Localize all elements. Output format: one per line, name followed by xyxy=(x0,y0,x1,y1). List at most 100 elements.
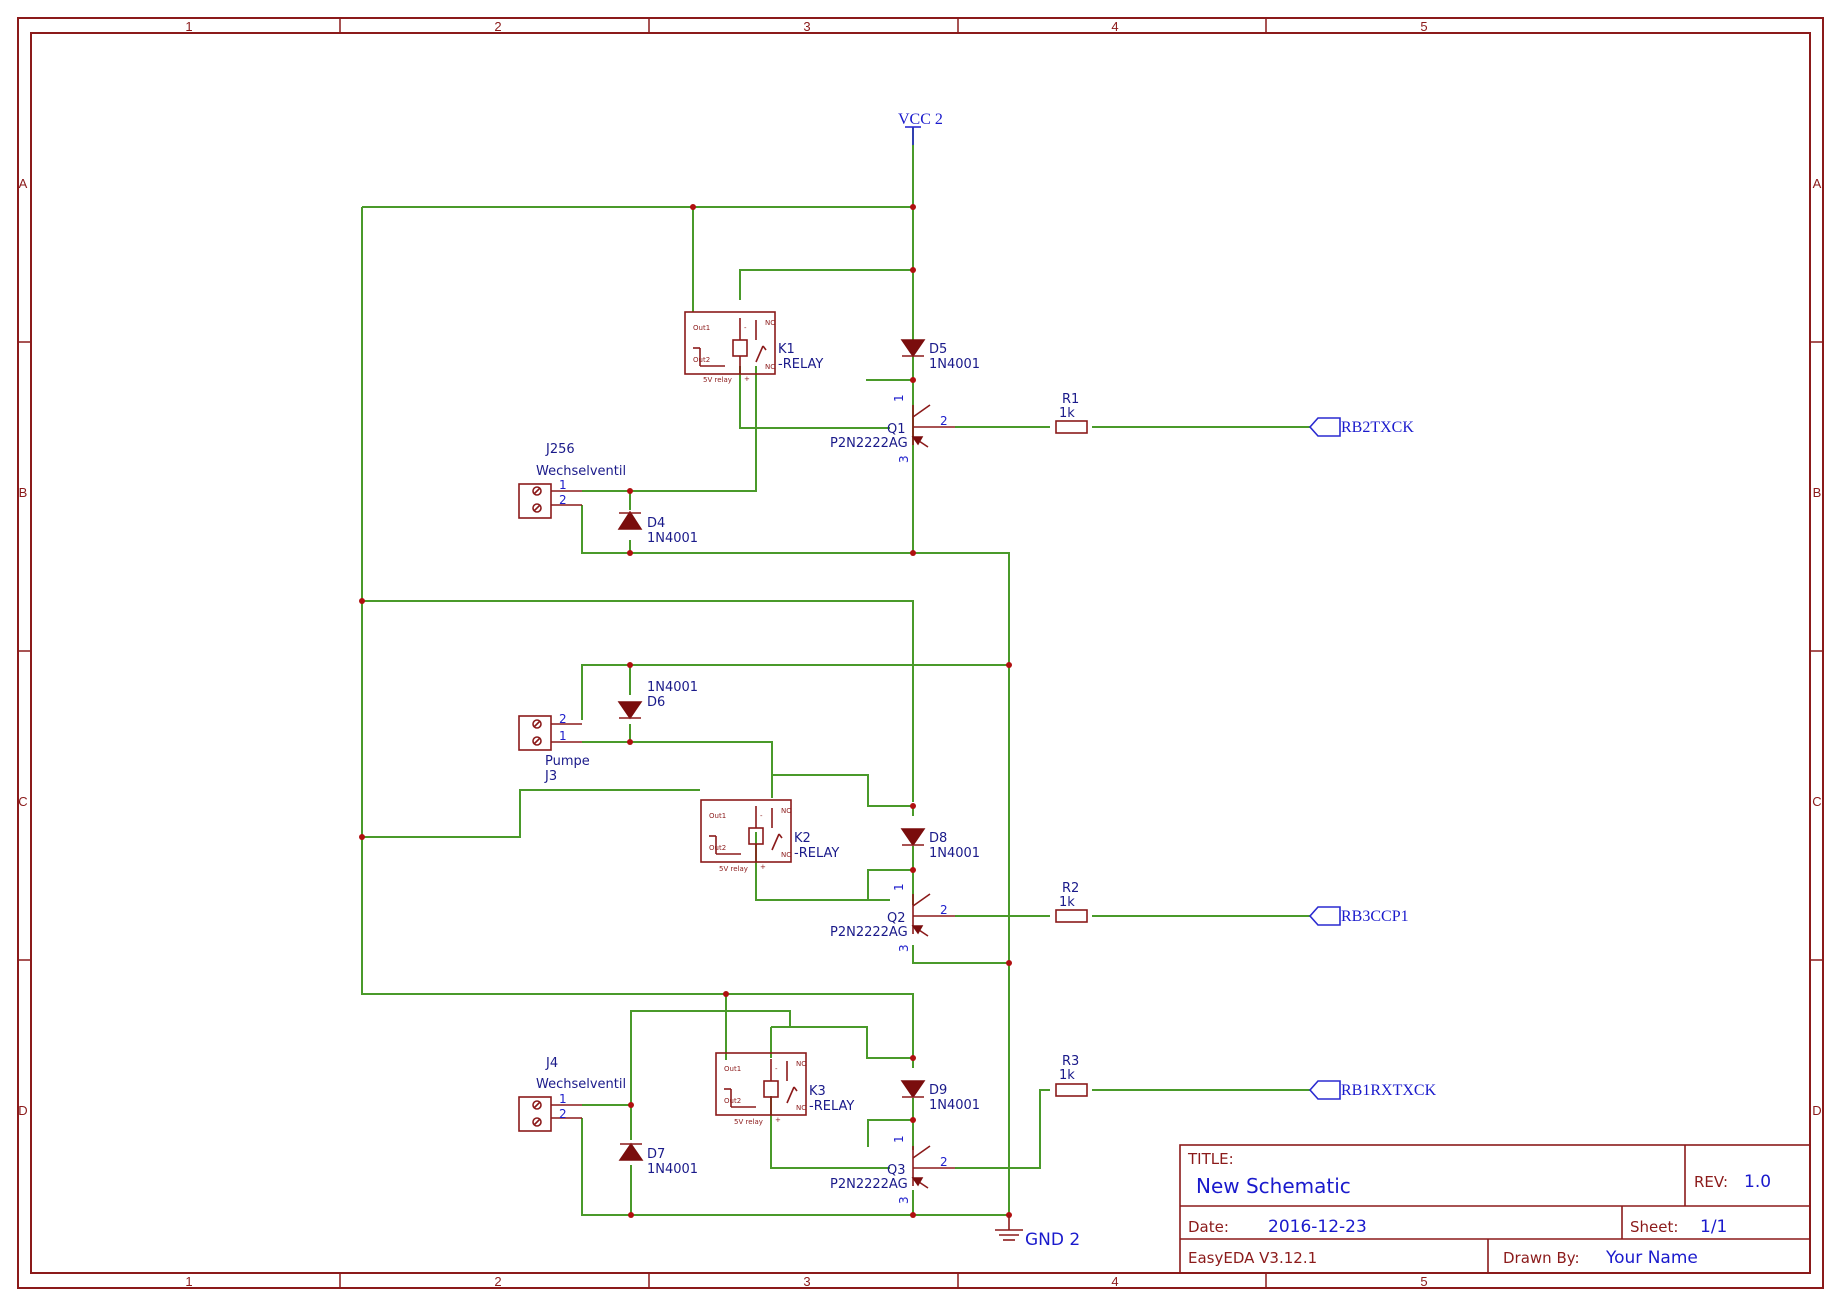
relay-k3[interactable]: Out1 Out2 - + NO NC 5V relay K3 -RELAY xyxy=(715,1052,854,1126)
relay-pin-label: + xyxy=(744,375,750,383)
col-label-top: 2 xyxy=(494,19,501,34)
relay-pin-label: - xyxy=(760,812,763,820)
transistor-value: P2N2222AG xyxy=(830,1177,908,1192)
transistor-ref: Q2 xyxy=(887,911,906,926)
transistor-pin-b: 2 xyxy=(940,414,948,428)
resistor-r2[interactable]: R2 1k xyxy=(1055,881,1088,923)
relay-pin-label: Out1 xyxy=(709,812,726,820)
connector-pin: 2 xyxy=(559,712,567,726)
rev-value: 1.0 xyxy=(1744,1172,1771,1192)
transistor-q1[interactable]: 1 2 3 Q1 P2N2222AG xyxy=(830,394,955,463)
transistor-pin-b: 2 xyxy=(940,903,948,917)
resistor-value: 1k xyxy=(1059,406,1075,421)
transistor-pin-e: 3 xyxy=(897,1196,911,1204)
title-block: TITLE: New Schematic REV: 1.0 Date: 2016… xyxy=(1179,1144,1811,1274)
transistor-q2[interactable]: 1 2 3 Q2 P2N2222AG xyxy=(830,883,955,952)
resistor-ref: R2 xyxy=(1062,881,1079,896)
gnd-symbol[interactable]: GND 2 xyxy=(995,1215,1080,1250)
zone-labels: 1 2 3 4 5 1 2 3 4 5 A B C D A B C D xyxy=(18,19,1821,1289)
net-port-rb2txck[interactable]: RB2TXCK xyxy=(1308,417,1414,437)
diode-d9[interactable]: D9 1N4001 xyxy=(900,1080,980,1113)
transistor-ref: Q1 xyxy=(887,422,906,437)
row-label-left: A xyxy=(19,176,28,191)
connector-j4[interactable]: 1 2 J4 Wechselventil xyxy=(518,1056,626,1132)
relay-body-label: 5V relay xyxy=(734,1118,763,1126)
connector-ref: J256 xyxy=(545,442,575,457)
row-label-right: D xyxy=(1812,1103,1821,1118)
net-port-rb3ccp1[interactable]: RB3CCP1 xyxy=(1308,906,1409,926)
net-label: RB2TXCK xyxy=(1341,419,1414,436)
relay-value: -RELAY xyxy=(778,357,823,372)
relay-k1[interactable]: Out1 Out2 - + NO NC 5V relay K1 -RELAY xyxy=(684,311,823,384)
relay-pin-label: - xyxy=(775,1065,778,1073)
vcc-label: VCC 2 xyxy=(898,111,943,128)
resistor-r1[interactable]: R1 1k xyxy=(1055,392,1088,434)
resistor-value: 1k xyxy=(1059,1068,1075,1083)
diode-ref: D8 xyxy=(929,831,947,846)
transistor-pin-c: 1 xyxy=(892,394,906,402)
relay-body-label: 5V relay xyxy=(719,865,748,873)
transistor-pin-c: 1 xyxy=(892,883,906,891)
sheet-label: Sheet: xyxy=(1630,1218,1678,1236)
diode-d5[interactable]: D5 1N4001 xyxy=(900,339,980,372)
diode-d8[interactable]: D8 1N4001 xyxy=(900,828,980,861)
date-label: Date: xyxy=(1188,1218,1229,1236)
resistor-r3[interactable]: R3 1k xyxy=(1055,1054,1088,1097)
transistor-q3[interactable]: 1 2 3 Q3 P2N2222AG xyxy=(830,1135,955,1204)
diode-ref: D6 xyxy=(647,695,665,710)
diode-value: 1N4001 xyxy=(647,531,698,546)
connector-ref: J4 xyxy=(545,1056,558,1071)
diode-value: 1N4001 xyxy=(647,1162,698,1177)
row-label-left: B xyxy=(19,485,28,500)
relay-pin-label: - xyxy=(744,324,747,332)
diode-d6[interactable]: 1N4001 D6 xyxy=(617,680,698,720)
col-label-top: 5 xyxy=(1420,19,1427,34)
connector-pin: 2 xyxy=(559,1107,567,1121)
sheet-frame xyxy=(17,17,1824,1289)
title-label: TITLE: xyxy=(1187,1150,1234,1168)
drawn-by-value: Your Name xyxy=(1605,1248,1698,1268)
vcc-symbol[interactable]: VCC 2 xyxy=(898,111,943,145)
connector-pin: 2 xyxy=(559,493,567,507)
junctions xyxy=(359,204,1012,1218)
relay-pin-label: NO xyxy=(781,807,792,815)
row-label-right: B xyxy=(1813,485,1822,500)
connector-j3[interactable]: 2 1 Pumpe J3 xyxy=(518,712,590,784)
relay-pin-label: + xyxy=(775,1116,781,1124)
resistor-value: 1k xyxy=(1059,895,1075,910)
row-label-left: C xyxy=(18,794,27,809)
relay-value: -RELAY xyxy=(794,846,839,861)
gnd-label: GND 2 xyxy=(1025,1230,1080,1250)
diode-value: 1N4001 xyxy=(647,680,698,695)
col-label-bottom: 3 xyxy=(803,1274,810,1289)
row-label-right: C xyxy=(1812,794,1821,809)
relay-pin-label: NO xyxy=(796,1060,807,1068)
col-label-top: 4 xyxy=(1111,19,1118,34)
connector-value: Pumpe xyxy=(545,754,590,769)
relay-k2[interactable]: Out1 Out2 - + NO NC 5V relay K2 -RELAY xyxy=(700,799,839,873)
wires xyxy=(361,127,1310,1216)
relay-pin-label: Out2 xyxy=(709,844,726,852)
transistor-value: P2N2222AG xyxy=(830,925,908,940)
row-label-right: A xyxy=(1813,176,1822,191)
diode-value: 1N4001 xyxy=(929,1098,980,1113)
title-value: New Schematic xyxy=(1196,1174,1351,1198)
relay-ref: K2 xyxy=(794,831,811,846)
transistor-pin-e: 3 xyxy=(897,455,911,463)
diode-d4[interactable]: D4 1N4001 xyxy=(617,510,698,546)
net-port-rb1rxtxck[interactable]: RB1RXTXCK xyxy=(1308,1080,1437,1100)
drawn-by-label: Drawn By: xyxy=(1503,1249,1580,1267)
diode-ref: D4 xyxy=(647,516,665,531)
diode-ref: D7 xyxy=(647,1147,665,1162)
connector-j256[interactable]: 1 2 J256 Wechselventil xyxy=(518,442,626,519)
diode-d7[interactable]: D7 1N4001 xyxy=(618,1142,698,1177)
connector-ref: J3 xyxy=(544,769,557,784)
col-label-bottom: 5 xyxy=(1420,1274,1427,1289)
relay-pin-label: Out1 xyxy=(693,324,710,332)
diode-value: 1N4001 xyxy=(929,357,980,372)
col-label-top: 3 xyxy=(803,19,810,34)
transistor-ref: Q3 xyxy=(887,1163,906,1178)
resistor-ref: R1 xyxy=(1062,392,1079,407)
tool-version: EasyEDA V3.12.1 xyxy=(1188,1249,1317,1267)
